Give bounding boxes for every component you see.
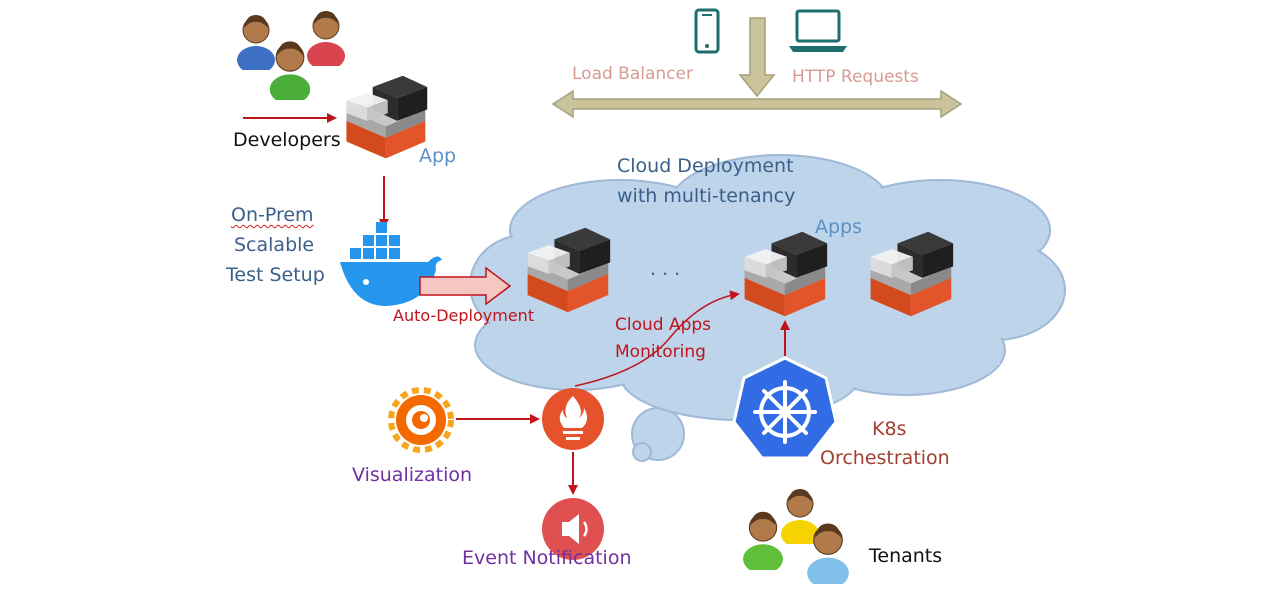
app-label: App: [419, 145, 457, 167]
tenants-group-icon: [742, 488, 850, 584]
visualization-label: Visualization: [352, 464, 473, 486]
cloud-apps-line2: Monitoring: [615, 342, 706, 362]
monitoring-curve-arrow: [574, 290, 740, 387]
docker-whale-icon: [340, 222, 442, 306]
load-balancer-arrow: [551, 17, 963, 119]
grafana-icon: [388, 387, 454, 453]
auto-deployment-label: Auto-Deployment: [393, 306, 535, 325]
cloud-title-line1: Cloud Deployment: [617, 155, 794, 177]
cloud-title-line2: with multi-tenancy: [617, 185, 796, 207]
auto-deployment-arrow: [419, 266, 512, 306]
event-notification-label: Event Notification: [462, 547, 632, 569]
tenants-label: Tenants: [869, 545, 943, 567]
apps-label: Apps: [815, 216, 863, 238]
cloud-apps-line1: Cloud Apps: [615, 315, 712, 335]
smartphone-icon: [694, 8, 720, 54]
developers-label: Developers: [233, 129, 341, 151]
developers-group-icon: [236, 10, 346, 100]
k8s-line1: K8s: [872, 418, 907, 440]
http-requests-label: HTTP Requests: [792, 67, 919, 87]
onprem-line1: On-Prem: [231, 204, 314, 226]
alert-speaker-icon: [542, 498, 604, 560]
onprem-line3: Test Setup: [226, 264, 325, 286]
load-balancer-label: Load Balancer: [572, 64, 693, 84]
onprem-line2: Scalable: [234, 234, 315, 256]
developer-app-block-icon: [346, 75, 428, 159]
laptop-icon: [789, 9, 847, 52]
prometheus-icon: [542, 388, 604, 450]
ellipsis-label: . . .: [650, 258, 681, 280]
k8s-line2: Orchestration: [820, 447, 950, 469]
kubernetes-wheel-icon: [732, 356, 838, 460]
